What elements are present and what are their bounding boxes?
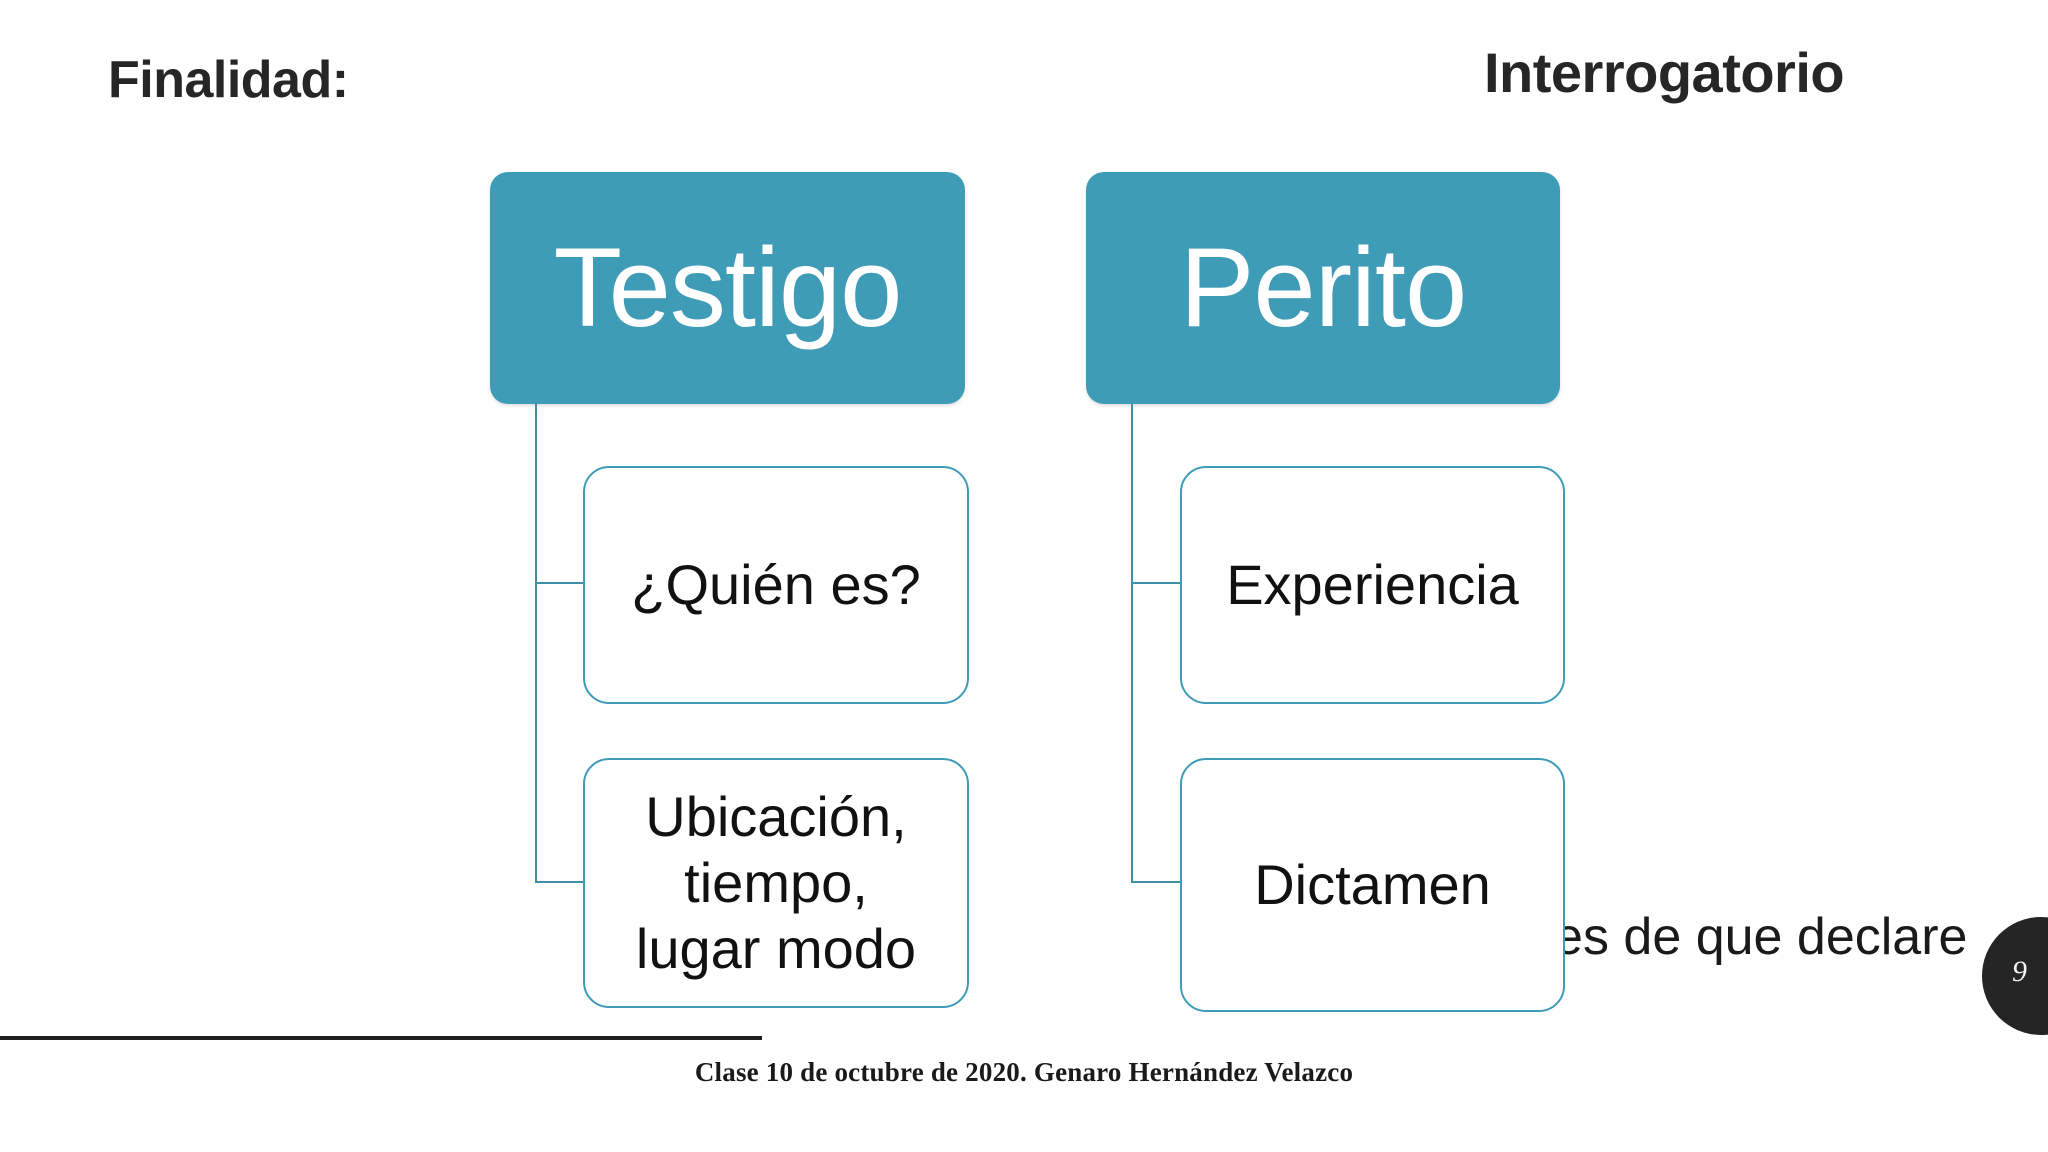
node-experiencia-label: Experiencia bbox=[1226, 552, 1519, 616]
connector-testigo-branch-1 bbox=[535, 582, 585, 584]
page-number-label: 9 bbox=[2012, 955, 2027, 988]
node-dictamen[interactable]: Dictamen bbox=[1180, 758, 1565, 1012]
page-number-badge: 9 bbox=[1982, 917, 2048, 1035]
node-experiencia[interactable]: Experiencia bbox=[1180, 466, 1565, 704]
connector-testigo-branch-2 bbox=[535, 881, 585, 883]
page-title-finalidad: Finalidad: bbox=[108, 51, 349, 109]
node-perito[interactable]: Perito bbox=[1086, 172, 1560, 404]
node-dictamen-label: Dictamen bbox=[1254, 852, 1491, 916]
page-title-interrogatorio: Interrogatorio bbox=[1484, 41, 1845, 104]
node-ubicacion-label: Ubicación, tiempo, lugar modo bbox=[635, 784, 917, 981]
node-ubicacion-tiempo-lugar-modo[interactable]: Ubicación, tiempo, lugar modo bbox=[583, 758, 969, 1008]
node-testigo[interactable]: Testigo bbox=[490, 172, 965, 404]
connector-perito-branch-1 bbox=[1131, 582, 1182, 584]
node-perito-label: Perito bbox=[1179, 225, 1468, 350]
footer-divider bbox=[0, 1036, 762, 1040]
node-quien-es-label: ¿Quién es? bbox=[631, 552, 921, 616]
node-quien-es[interactable]: ¿Quién es? bbox=[583, 466, 969, 704]
footer-credit-text: Clase 10 de octubre de 2020. Genaro Hern… bbox=[694, 1057, 1354, 1087]
node-testigo-label: Testigo bbox=[553, 225, 903, 350]
connector-perito-trunk bbox=[1131, 403, 1133, 883]
connector-testigo-trunk bbox=[535, 403, 537, 883]
connector-perito-branch-2 bbox=[1131, 881, 1182, 883]
